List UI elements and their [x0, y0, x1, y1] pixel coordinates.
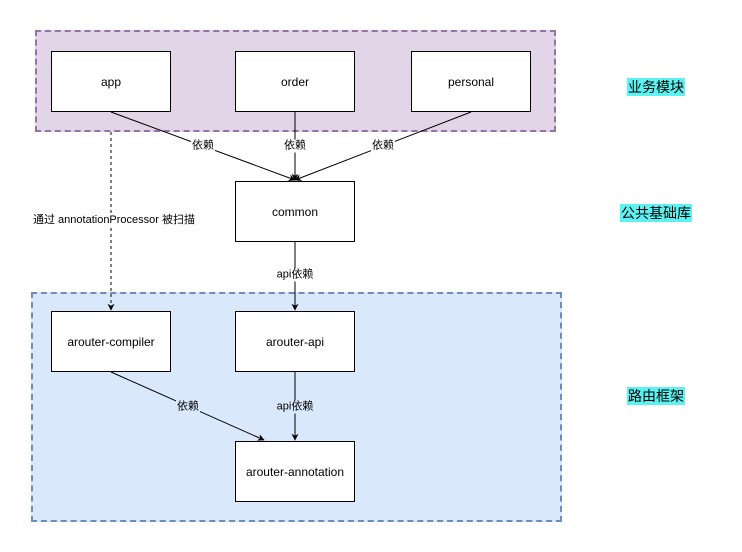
node-personal-label: personal — [447, 74, 495, 89]
edge-label-order-common: 依赖 — [283, 139, 307, 153]
node-common-label: common — [271, 204, 318, 219]
node-order-label: order — [280, 74, 309, 89]
node-arouter-compiler[interactable]: arouter-compiler — [51, 311, 171, 372]
node-order[interactable]: order — [235, 51, 355, 112]
node-arouter-compiler-label: arouter-compiler — [67, 334, 155, 349]
node-arouter-api[interactable]: arouter-api — [235, 311, 355, 372]
layer-label-business: 业务模块 — [627, 78, 685, 96]
edge-label-common-api: api依赖 — [275, 268, 315, 282]
edge-label-api-annotation: api依赖 — [275, 400, 315, 414]
edge-label-personal-common: 依赖 — [371, 139, 395, 153]
node-arouter-annotation-label: arouter-annotation — [245, 464, 345, 479]
edge-label-compiler-annotation: 依赖 — [176, 400, 200, 414]
node-app[interactable]: app — [51, 51, 171, 112]
node-common[interactable]: common — [235, 181, 355, 242]
edge-label-app-common: 依赖 — [191, 139, 215, 153]
layer-label-common: 公共基础库 — [620, 204, 692, 222]
node-app-label: app — [100, 74, 122, 89]
node-personal[interactable]: personal — [411, 51, 531, 112]
edge-label-app-compiler: 通过 annotationProcessor 被扫描 — [33, 214, 196, 227]
node-arouter-annotation[interactable]: arouter-annotation — [235, 441, 355, 502]
node-arouter-api-label: arouter-api — [265, 334, 325, 349]
layer-label-router: 路由框架 — [627, 387, 685, 405]
